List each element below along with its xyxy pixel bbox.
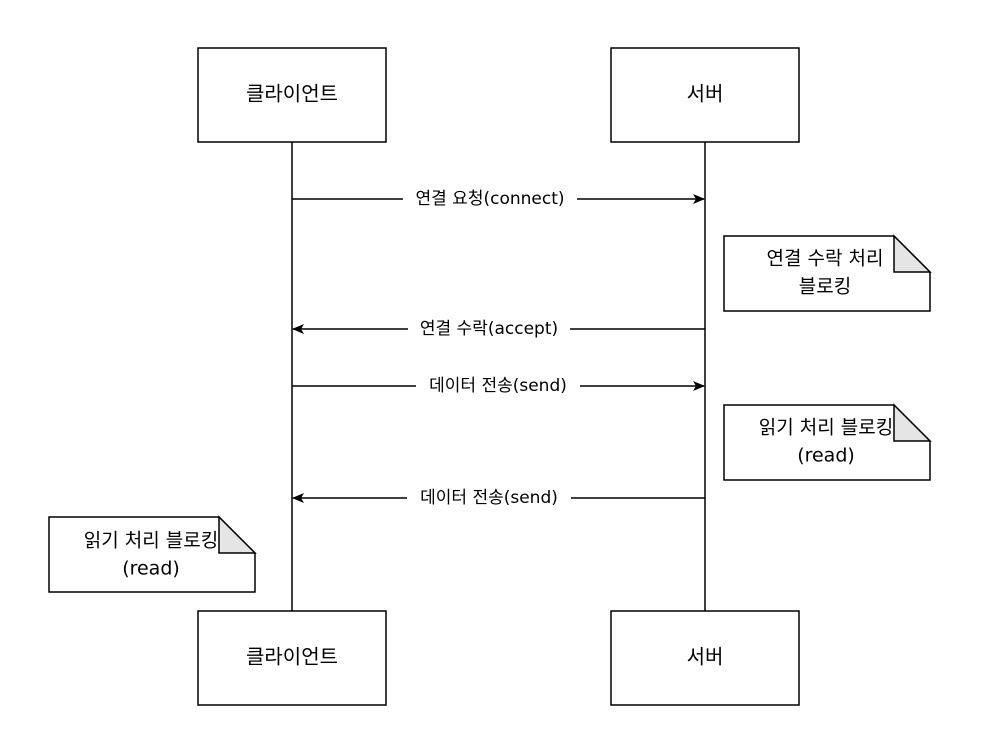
message-send-to-server-label: 데이터 전송(send) (429, 376, 567, 396)
message-send-to-client[interactable]: 데이터 전송(send) (292, 484, 705, 510)
client-label-top: 클라이언트 (246, 82, 338, 106)
server-label-top: 서버 (687, 82, 724, 106)
client-label-bottom: 클라이언트 (246, 645, 338, 669)
message-connect[interactable]: 연결 요청(connect) (292, 185, 705, 211)
note-client-read-blocking-line1: 읽기 처리 블로킹 (84, 530, 218, 552)
server-label-bottom: 서버 (687, 645, 724, 669)
client-box-top[interactable]: 클라이언트 (197, 47, 387, 143)
message-connect-label: 연결 요청(connect) (416, 189, 565, 209)
note-accept-blocking[interactable]: 연결 수락 처리 블로킹 (723, 234, 932, 312)
note-accept-blocking-line1: 연결 수락 처리 (767, 248, 884, 270)
note-client-read-blocking-line2: (read) (122, 558, 180, 580)
note-client-read-blocking[interactable]: 읽기 처리 블로킹 (read) (48, 515, 257, 593)
note-accept-blocking-line2: 블로킹 (799, 276, 851, 298)
message-accept[interactable]: 연결 수락(accept) (292, 315, 705, 341)
note-server-read-blocking-line1: 읽기 처리 블로킹 (759, 417, 893, 439)
note-server-read-blocking-line2: (read) (797, 445, 855, 467)
client-box-bottom[interactable]: 클라이언트 (197, 610, 387, 706)
message-accept-label: 연결 수락(accept) (420, 319, 558, 339)
server-box-bottom[interactable]: 서버 (610, 610, 800, 706)
note-server-read-blocking[interactable]: 읽기 처리 블로킹 (read) (723, 403, 932, 481)
server-box-top[interactable]: 서버 (610, 47, 800, 143)
message-send-to-server[interactable]: 데이터 전송(send) (292, 372, 705, 398)
message-send-to-client-label: 데이터 전송(send) (420, 488, 558, 508)
